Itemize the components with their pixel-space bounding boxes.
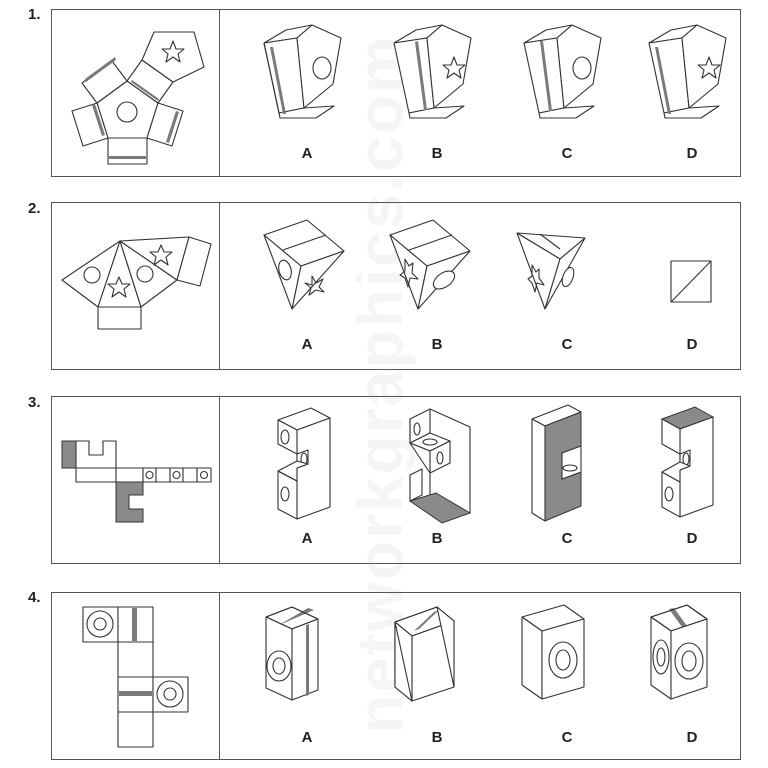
solid-figure (263, 219, 345, 310)
option-b[interactable]: B (372, 203, 502, 369)
prism-star-figure (393, 24, 472, 119)
option-label: D (686, 145, 698, 162)
option-label: A (301, 145, 313, 162)
option-b[interactable]: B (372, 10, 502, 176)
option-c[interactable]: C (502, 203, 632, 369)
option-label: B (431, 145, 443, 162)
option-label: B (431, 729, 443, 746)
option-b[interactable]: B (372, 593, 502, 759)
option-label: D (686, 729, 698, 746)
option-label: C (561, 336, 573, 353)
pentagon-prism-net (71, 31, 205, 165)
option-b[interactable]: B (372, 397, 502, 563)
question-number: 2. (28, 200, 41, 217)
prism-circle-figure (523, 24, 602, 119)
solid-figure (516, 232, 586, 310)
option-c[interactable]: C (502, 593, 632, 759)
prism-star-figure (648, 24, 727, 119)
c-block-net (61, 440, 212, 523)
divider (219, 397, 220, 563)
question-number: 4. (28, 589, 41, 606)
net-figure (52, 593, 219, 759)
option-c[interactable]: C (502, 397, 632, 563)
option-d[interactable]: D (627, 10, 757, 176)
net-figure (52, 397, 219, 563)
question-number: 3. (28, 394, 41, 411)
divider (219, 203, 220, 369)
option-c[interactable]: C (502, 10, 632, 176)
c-block-figure (408, 408, 472, 524)
cube-figure (394, 606, 455, 702)
prism-circle-figure (263, 24, 342, 119)
option-label: B (431, 530, 443, 547)
option-a[interactable]: A (242, 10, 372, 176)
cube-net (82, 606, 189, 748)
c-block-figure (277, 407, 331, 520)
option-label: A (301, 530, 313, 547)
divider (219, 10, 220, 176)
question-number: 1. (28, 6, 41, 23)
c-block-figure (531, 404, 582, 522)
cube-figure (650, 604, 708, 700)
cube-figure (521, 604, 585, 700)
option-label: C (561, 729, 573, 746)
question-3: A B C (51, 396, 741, 564)
option-label: C (561, 145, 573, 162)
option-label: D (686, 530, 698, 547)
square-diagonal-figure (670, 260, 712, 303)
net-figure (52, 10, 219, 176)
triangular-net (61, 236, 212, 330)
option-d[interactable]: D (627, 203, 757, 369)
option-label: D (686, 336, 698, 353)
option-a[interactable]: A (242, 593, 372, 759)
option-d[interactable]: D (627, 593, 757, 759)
option-label: A (301, 729, 313, 746)
question-2: A B C D (51, 202, 741, 370)
divider (219, 593, 220, 759)
cube-figure (265, 606, 319, 701)
question-4: A B C (51, 592, 741, 760)
c-block-figure (660, 406, 715, 518)
option-label: A (301, 336, 313, 353)
option-a[interactable]: A (242, 203, 372, 369)
option-label: B (431, 336, 443, 353)
option-a[interactable]: A (242, 397, 372, 563)
option-label: C (561, 530, 573, 547)
question-1: A B C D (51, 9, 741, 177)
net-figure (52, 203, 219, 369)
option-d[interactable]: D (627, 397, 757, 563)
solid-figure (389, 219, 471, 310)
